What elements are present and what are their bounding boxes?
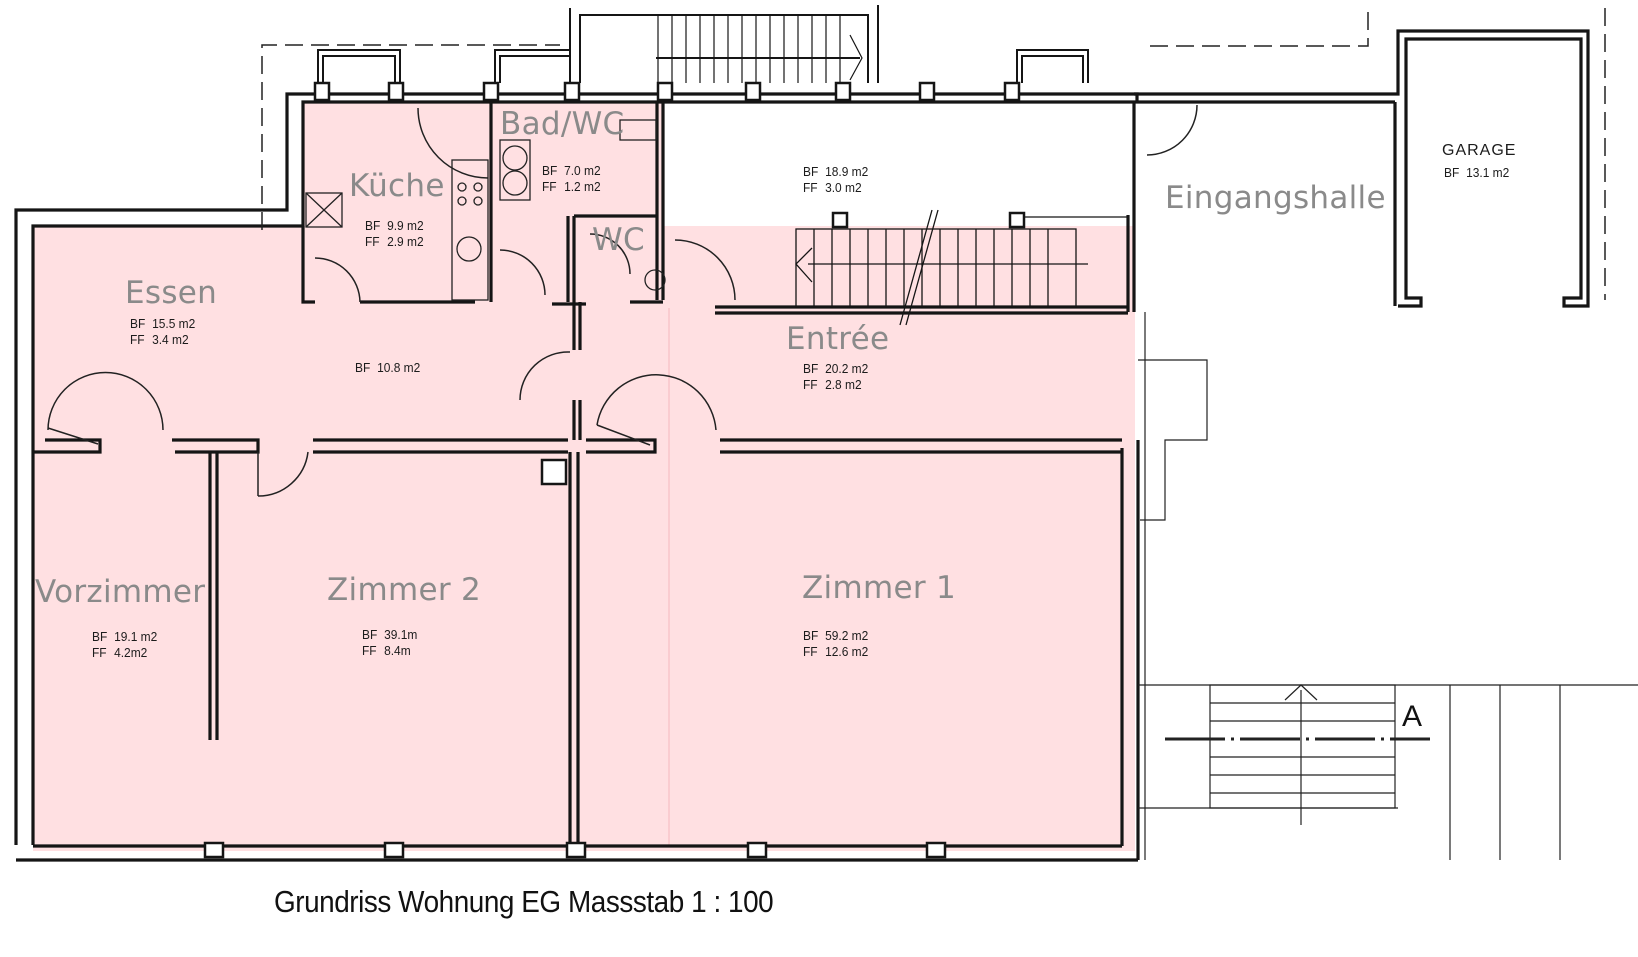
ff-value: 4.2m2	[114, 645, 148, 660]
section-stair	[1138, 312, 1638, 860]
bf-value: 7.0 m2	[564, 163, 601, 178]
ff-prefix: FF	[365, 234, 380, 249]
window-columns	[203, 81, 1026, 859]
section-marker-a: A	[1402, 700, 1423, 733]
bf-value: 39.1m	[384, 627, 418, 642]
bf-value: 20.2 m2	[825, 361, 869, 376]
ff-prefix: FF	[130, 332, 145, 347]
bf-value: 18.9 m2	[825, 164, 869, 179]
room-label-vorzimmer: Vorzimmer	[35, 574, 206, 610]
ff-value: 1.2 m2	[564, 179, 601, 194]
bf-value: 59.2 m2	[825, 628, 869, 643]
door-swings	[47, 104, 1198, 497]
room-area-garage: BF 13.1 m2	[1444, 165, 1509, 181]
bf-value: 15.5 m2	[152, 316, 196, 331]
bf-prefix: BF	[92, 629, 108, 644]
room-label-essen: Essen	[125, 275, 218, 311]
bf-prefix: BF	[1444, 165, 1460, 180]
ff-value: 12.6 m2	[825, 644, 869, 659]
ff-prefix: FF	[803, 644, 818, 659]
room-label-wc: WC	[592, 222, 645, 258]
apartment-fill	[33, 102, 1135, 851]
room-label-eingangshalle: Eingangshalle	[1165, 180, 1386, 216]
room-label-entree: Entrée	[786, 321, 890, 357]
kitchen-fixtures	[305, 119, 666, 301]
ff-prefix: FF	[362, 643, 377, 658]
room-area-bad-wc: BF 7.0 m2 FF 1.2 m2	[542, 163, 601, 195]
room-area-treppenhaus: BF 18.9 m2 FF 3.0 m2	[803, 164, 868, 196]
bf-prefix: BF	[803, 361, 819, 376]
bf-prefix: BF	[365, 218, 381, 233]
room-area-entree: BF 20.2 m2 FF 2.8 m2	[803, 361, 868, 393]
ff-value: 3.0 m2	[825, 180, 862, 195]
room-area-vorzimmer: BF 19.1 m2 FF 4.2m2	[92, 629, 157, 661]
ff-prefix: FF	[803, 377, 818, 392]
bf-prefix: BF	[355, 360, 371, 375]
ff-prefix: FF	[92, 645, 107, 660]
bf-value: 9.9 m2	[387, 218, 424, 233]
room-area-kueche: BF 9.9 m2 FF 2.9 m2	[365, 218, 424, 250]
room-area-korridor: BF 10.8 m2	[355, 360, 420, 376]
ff-prefix: FF	[803, 180, 818, 195]
hall-stair	[795, 209, 1128, 326]
bf-prefix: BF	[803, 628, 819, 643]
bf-value: 13.1 m2	[1466, 165, 1510, 180]
ff-value: 2.9 m2	[387, 234, 424, 249]
ff-value: 2.8 m2	[825, 377, 862, 392]
room-label-kueche: Küche	[349, 168, 445, 204]
room-label-garage: GARAGE	[1442, 142, 1517, 159]
bf-prefix: BF	[542, 163, 558, 178]
ff-value: 3.4 m2	[152, 332, 189, 347]
top-stair-treads	[657, 15, 863, 83]
bf-prefix: BF	[130, 316, 146, 331]
room-area-zimmer-1: BF 59.2 m2 FF 12.6 m2	[803, 628, 868, 660]
bf-value: 10.8 m2	[377, 360, 421, 375]
plan-title: Grundriss Wohnung EG Massstab 1 : 100	[274, 884, 774, 919]
room-label-bad-wc: Bad/WC	[500, 106, 625, 142]
ff-value: 8.4m	[384, 643, 411, 658]
bf-prefix: BF	[362, 627, 378, 642]
room-area-essen: BF 15.5 m2 FF 3.4 m2	[130, 316, 195, 348]
room-label-zimmer-1: Zimmer 1	[802, 570, 957, 606]
room-label-zimmer-2: Zimmer 2	[327, 572, 482, 608]
ff-prefix: FF	[542, 179, 557, 194]
bf-value: 19.1 m2	[114, 629, 158, 644]
bf-prefix: BF	[803, 164, 819, 179]
